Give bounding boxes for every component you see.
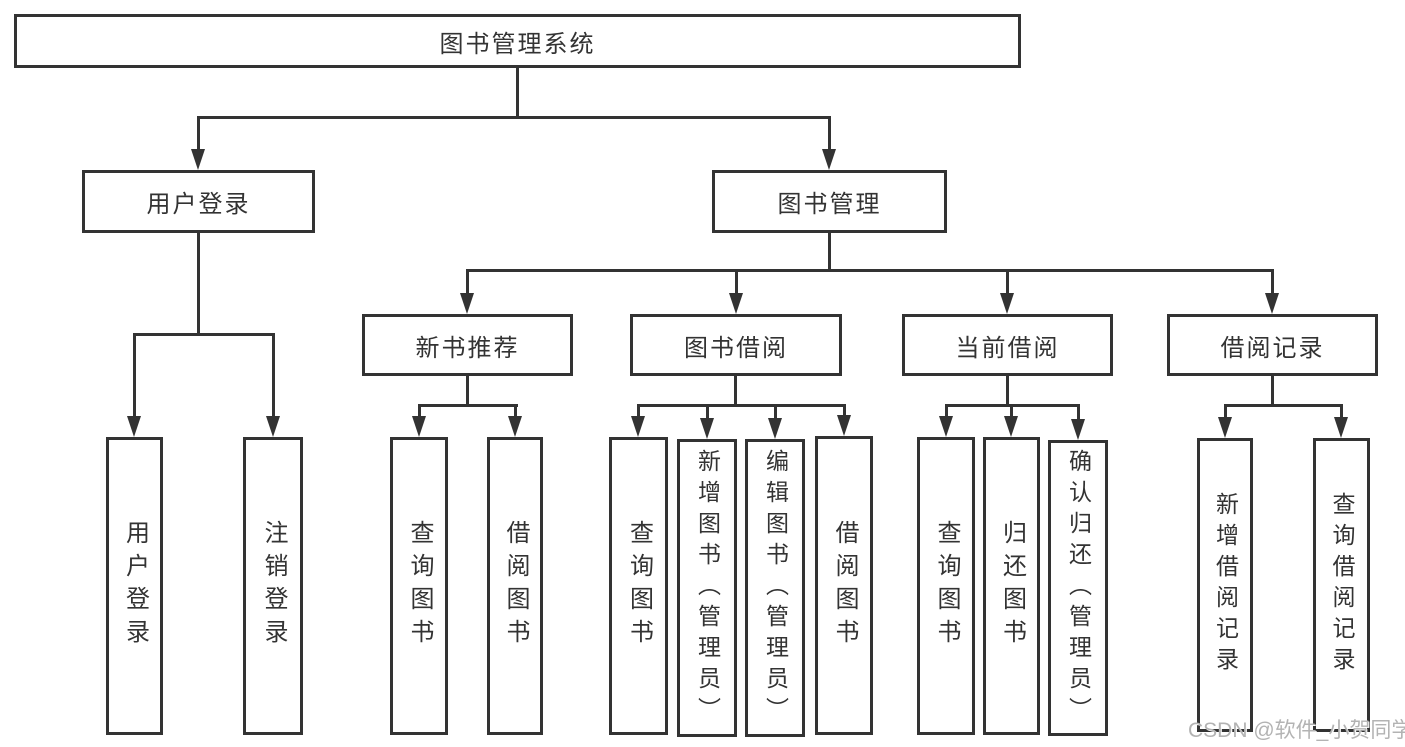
connector-newbooks-hbar — [418, 404, 518, 407]
leaf-nb-borrow-books-label: 借阅图书 — [502, 520, 529, 652]
node-user-login-branch-label: 用户登录 — [146, 191, 251, 218]
leaf-user-login-label: 用户登录 — [121, 520, 149, 652]
connector-bookborrow-hbar — [637, 404, 846, 407]
connector-arrow-bb-edit — [768, 404, 783, 439]
connector-currentborrow-stem — [1006, 374, 1009, 407]
connector-newbooks-stem — [466, 374, 469, 407]
leaf-bb-edit-books-admin-label: 编辑图书（管理员） — [762, 448, 789, 728]
leaf-cb-return-books-label: 归还图书 — [998, 520, 1026, 652]
node-new-books-label: 新书推荐 — [415, 334, 520, 362]
connector-user-hbar — [133, 333, 275, 336]
node-root-label: 图书管理系统 — [439, 30, 596, 58]
connector-arrow-borrow-records — [1265, 269, 1280, 314]
leaf-bb-borrow-books-label: 借阅图书 — [831, 519, 858, 652]
leaf-cb-return-books: 归还图书 — [983, 437, 1040, 735]
node-user-login-branch: 用户登录 — [82, 170, 315, 233]
connector-arrow-book-borrow — [729, 269, 744, 314]
node-current-borrow-label: 当前借阅 — [955, 334, 1060, 362]
connector-root-stem — [516, 66, 519, 119]
connector-arrow-leaf-logout — [266, 333, 281, 437]
leaf-cb-confirm-return-admin: 确认归还（管理员） — [1048, 440, 1108, 736]
node-book-mgmt-branch: 图书管理 — [712, 170, 947, 233]
connector-arrow-rec-query — [1334, 404, 1349, 438]
leaf-bb-add-books-admin: 新增图书（管理员） — [677, 439, 737, 737]
connector-arrow-bb-add — [700, 404, 715, 439]
connector-arrow-bb-borrow — [837, 404, 852, 436]
connector-mgmt-stem — [828, 231, 831, 272]
leaf-rec-query-record: 查询借阅记录 — [1313, 438, 1370, 732]
connector-arrow-rec-add — [1218, 404, 1233, 438]
node-current-borrow: 当前借阅 — [902, 314, 1113, 376]
node-new-books: 新书推荐 — [362, 314, 573, 376]
leaf-bb-add-books-admin-label: 新增图书（管理员） — [694, 448, 721, 728]
leaf-logout-label: 注销登录 — [260, 520, 287, 652]
connector-mgmt-hbar — [466, 269, 1274, 272]
connector-arrow-cb-confirm — [1071, 404, 1086, 440]
leaf-cb-query-books: 查询图书 — [917, 437, 975, 735]
connector-arrow-new-books — [460, 269, 475, 314]
leaf-cb-query-books-label: 查询图书 — [933, 520, 960, 652]
leaf-logout: 注销登录 — [243, 437, 303, 735]
connector-arrow-user-login — [191, 116, 206, 170]
connector-records-stem — [1271, 374, 1274, 407]
node-borrow-records-label: 借阅记录 — [1220, 334, 1325, 362]
leaf-nb-borrow-books: 借阅图书 — [487, 437, 543, 735]
connector-user-stem — [197, 231, 200, 336]
leaf-nb-query-books: 查询图书 — [390, 437, 448, 735]
node-book-borrow: 图书借阅 — [630, 314, 842, 376]
leaf-user-login: 用户登录 — [106, 437, 163, 735]
connector-root-hbar — [197, 116, 831, 119]
node-book-mgmt-branch-label: 图书管理 — [777, 191, 882, 218]
connector-bookborrow-stem — [734, 374, 737, 407]
leaf-bb-query-books: 查询图书 — [609, 437, 668, 735]
connector-arrow-current-borrow — [1000, 269, 1015, 314]
connector-arrow-cb-return — [1004, 404, 1019, 437]
connector-arrow-leaf-user-login — [127, 333, 142, 437]
leaf-cb-confirm-return-admin-label: 确认归还（管理员） — [1065, 448, 1092, 728]
leaf-bb-borrow-books: 借阅图书 — [815, 436, 873, 735]
connector-arrow-book-mgmt — [822, 116, 837, 170]
node-borrow-records: 借阅记录 — [1167, 314, 1378, 376]
connector-arrow-bb-query — [631, 404, 646, 437]
connector-arrow-nb-query — [412, 404, 427, 437]
leaf-bb-query-books-label: 查询图书 — [625, 520, 653, 652]
leaf-bb-edit-books-admin: 编辑图书（管理员） — [745, 439, 805, 737]
connector-records-hbar — [1224, 404, 1343, 407]
leaf-rec-query-record-label: 查询借阅记录 — [1329, 492, 1355, 678]
csdn-watermark: CSDN @软件_小贺同学 — [1188, 719, 1405, 742]
leaf-nb-query-books-label: 查询图书 — [406, 520, 433, 652]
connector-arrow-cb-query — [939, 404, 954, 437]
node-root: 图书管理系统 — [14, 14, 1021, 68]
connector-arrow-nb-borrow — [508, 404, 523, 437]
node-book-borrow-label: 图书借阅 — [684, 334, 788, 362]
leaf-rec-add-record: 新增借阅记录 — [1197, 438, 1253, 732]
leaf-rec-add-record-label: 新增借阅记录 — [1212, 492, 1239, 678]
